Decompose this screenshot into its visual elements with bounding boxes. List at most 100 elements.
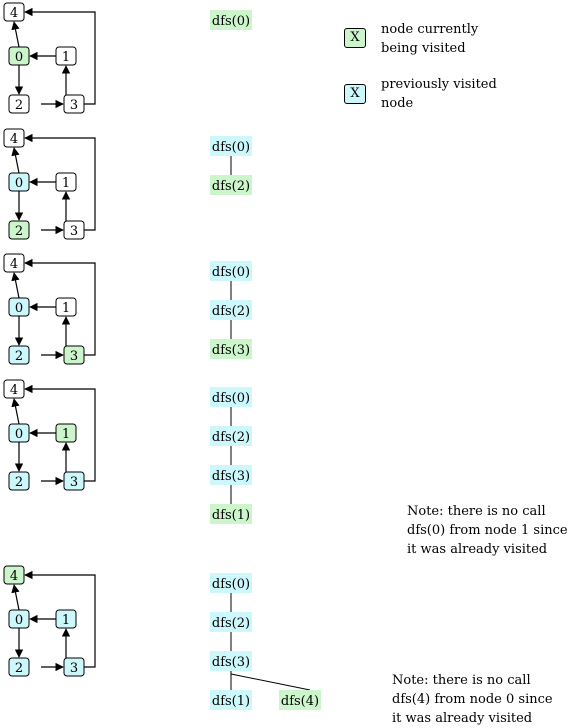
graph-node-0-label: 0 [15,301,23,316]
call-frame-label: dfs(1) [212,508,250,523]
call-frame-box [210,175,252,195]
graph-node-4-box [3,565,25,585]
call-frame-label: dfs(2) [212,179,250,194]
edge-0-to-4 [11,584,20,611]
edge-3-to-4 [24,570,96,668]
graph-node-3-box [63,471,85,491]
graph-node-3-label: 3 [70,349,78,364]
call-frame: dfs(1) [210,690,252,710]
graph-node-4: 4 [3,565,25,585]
graph-node-2: 2 [8,94,30,114]
call-frame: dfs(3) [210,339,252,359]
call-frame-label: dfs(3) [212,343,250,358]
call-frame-box [210,339,252,359]
legend-current-symbol: X [350,30,360,45]
call-frame-box [210,10,252,30]
graph-node-2: 2 [8,471,30,491]
graph-node-1: 1 [55,172,77,192]
graph-node-2-label: 2 [15,98,23,113]
call-frame-label: dfs(0) [212,14,250,29]
graph-node-3: 3 [63,471,85,491]
graph-node-0-box [8,423,30,443]
note-step-4: Note: there is no call dfs(0) from node … [407,502,568,559]
graph-node-3: 3 [63,657,85,677]
graph-node-2: 2 [8,220,30,240]
graph-node-2-box [8,220,30,240]
call-frame-box [210,426,252,446]
edge-3-to-4 [24,384,96,482]
call-frame-box [210,300,252,320]
call-frame-box [210,504,252,524]
graph-node-3-box [63,345,85,365]
legend-current-swatch: X [344,28,366,48]
note-step-4-line2: dfs(0) from node 1 since [407,523,568,538]
legend-visited-line1: previously visited [381,77,497,92]
graph-node-4-box [3,379,25,399]
graph-node-4-label: 4 [10,569,18,584]
graph-node-1-label: 1 [62,50,70,65]
legend-visited-line2: node [381,96,414,111]
edge-0-to-4 [11,272,20,299]
graph-node-4: 4 [3,379,25,399]
graph-node-4-box [3,2,25,22]
call-frame-box [210,612,252,632]
call-frame-label: dfs(0) [212,577,250,592]
graph-node-4: 4 [3,128,25,148]
graph-node-2-label: 2 [15,661,23,676]
graph-node-4-box [3,128,25,148]
graph-node-0: 0 [8,297,30,317]
graph-node-3: 3 [63,345,85,365]
graph-node-0-box [8,172,30,192]
graph-node-1-label: 1 [62,176,70,191]
graph-node-1: 1 [55,46,77,66]
graph-node-2-label: 2 [15,349,23,364]
call-frame-branch-label: dfs(4) [281,694,319,709]
graph-node-1-box [55,172,77,192]
graph-node-2-box [8,657,30,677]
graph-node-0: 0 [8,609,30,629]
call-frame: dfs(3) [210,651,252,671]
graph-node-0-label: 0 [15,50,23,65]
graph-node-4-label: 4 [10,6,18,21]
graph-node-2-box [8,94,30,114]
graph-node-0-label: 0 [15,427,23,442]
graph-node-1: 1 [55,423,77,443]
call-frame-box [210,136,252,156]
graph-node-2: 2 [8,657,30,677]
graph-node-1-box [55,297,77,317]
call-frame: dfs(1) [210,504,252,524]
call-frame-label: dfs(0) [212,391,250,406]
call-frame-label: dfs(0) [212,265,250,280]
edge-3-to-4 [24,133,96,231]
call-frame-box [210,261,252,281]
call-frame-label: dfs(1) [212,694,250,709]
graph-node-4: 4 [3,2,25,22]
note-step-4-line1: Note: there is no call [407,504,546,519]
note-step-5-line1: Note: there is no call [392,673,531,688]
call-frame-label: dfs(2) [212,616,250,631]
graph-node-0-box [8,297,30,317]
graph-node-4-label: 4 [10,383,18,398]
graph-node-0: 0 [8,423,30,443]
edge-0-to-4 [11,21,20,48]
graph-node-4-box [3,253,25,273]
call-frame: dfs(2) [210,175,252,195]
graph-node-4: 4 [3,253,25,273]
call-frame-label: dfs(0) [212,140,250,155]
graph-node-2-label: 2 [15,475,23,490]
graph-node-2-box [8,471,30,491]
call-frame-branch-box [279,690,321,710]
note-step-5: Note: there is no call dfs(4) from node … [392,671,553,728]
note-step-5-line3: it was already visited [392,711,533,726]
call-frame: dfs(3) [210,465,252,485]
call-frame-label: dfs(2) [212,304,250,319]
graph-node-3-box [63,94,85,114]
call-frame-box [210,651,252,671]
graph-node-1-box [55,46,77,66]
edge-0-to-4 [11,147,20,174]
legend-current-line2: being visited [381,41,466,56]
call-frame-box [210,387,252,407]
graph-node-2-label: 2 [15,224,23,239]
